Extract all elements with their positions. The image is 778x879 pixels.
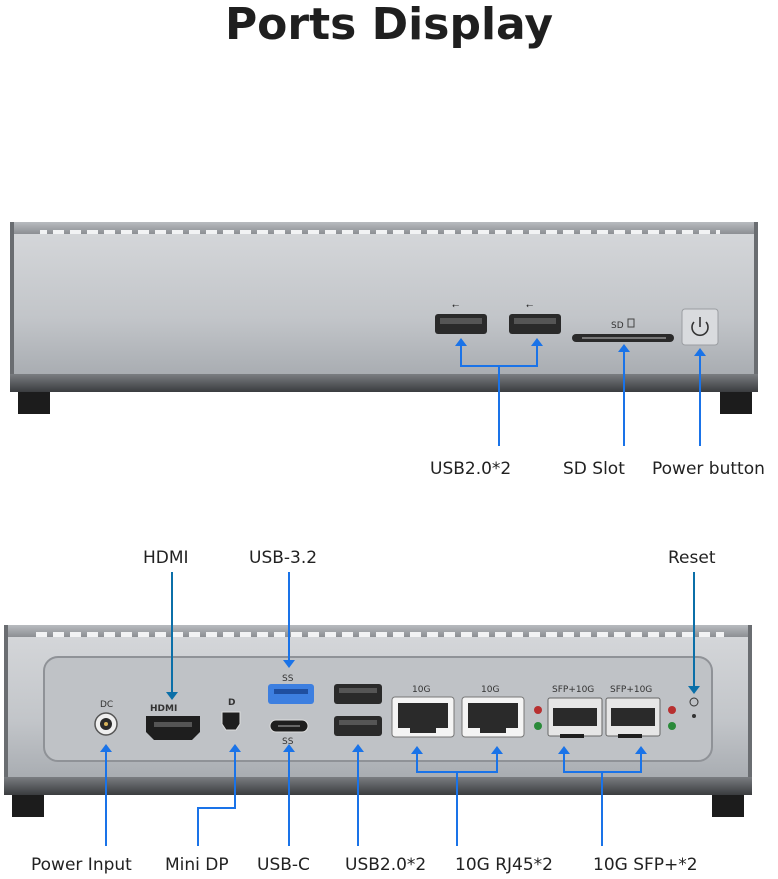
label-sd-slot: SD Slot xyxy=(563,459,625,479)
power-icon xyxy=(691,317,709,337)
label-mini-dp: Mini DP xyxy=(165,855,229,875)
usb32-port: SS xyxy=(268,674,314,704)
rear-usb2-ports xyxy=(334,684,382,736)
svg-text:SFP+10G: SFP+10G xyxy=(552,685,594,695)
usb-icon: ⭠ xyxy=(526,301,533,311)
power-button xyxy=(681,308,719,346)
label-rj45: 10G RJ45*2 xyxy=(455,855,553,875)
label-usbc: USB-C xyxy=(257,855,310,875)
rear-foot-right xyxy=(712,795,744,817)
usb-icon: ⭠ xyxy=(452,301,459,311)
front-usb-port-2: ⭠ xyxy=(509,301,561,334)
hdmi-port: HDMI xyxy=(146,704,200,740)
front-callout-lines xyxy=(460,340,701,446)
mini-dp-port: D xyxy=(221,698,241,731)
svg-text:SFP+10G: SFP+10G xyxy=(610,685,652,695)
front-usb-port-1: ⭠ xyxy=(435,301,487,334)
status-led xyxy=(668,722,676,730)
svg-text:10G: 10G xyxy=(412,685,430,695)
label-hdmi: HDMI xyxy=(143,548,189,568)
label-power-button: Power button xyxy=(652,459,765,479)
usbc-port: SS xyxy=(269,719,309,747)
status-led xyxy=(534,722,542,730)
rear-device: DC HDMI D SS SS xyxy=(4,625,752,817)
status-led xyxy=(668,706,676,714)
front-device: ⭠ ⭠ SD xyxy=(10,222,758,414)
reset-button xyxy=(689,697,699,718)
page-title: Ports Display xyxy=(224,0,554,50)
svg-text:DC: DC xyxy=(100,700,113,710)
status-led xyxy=(534,706,542,714)
label-rear-usb2: USB2.0*2 xyxy=(345,855,427,875)
rear-callout-lines-bottom xyxy=(105,746,642,846)
label-sfp: 10G SFP+*2 xyxy=(593,855,698,875)
front-foot-left xyxy=(18,392,50,414)
svg-text:SS: SS xyxy=(282,674,294,684)
rear-io-panel xyxy=(43,656,713,762)
sfp-port-1: SFP+10G xyxy=(547,685,603,738)
sd-card-icon xyxy=(627,318,635,328)
label-front-usb2: USB2.0*2 xyxy=(430,459,512,479)
sd-slot: SD xyxy=(572,318,674,342)
svg-text:HDMI: HDMI xyxy=(150,704,177,714)
svg-text:10G: 10G xyxy=(481,685,499,695)
label-usb32: USB-3.2 xyxy=(249,548,318,568)
rear-foot-left xyxy=(12,795,44,817)
rj45-port-1: 10G xyxy=(391,685,455,738)
label-reset: Reset xyxy=(668,548,716,568)
label-power-input: Power Input xyxy=(31,855,132,875)
rear-callout-lines-top xyxy=(171,572,695,696)
svg-text:SS: SS xyxy=(282,737,294,747)
sfp-port-2: SFP+10G xyxy=(605,685,661,738)
front-foot-right xyxy=(720,392,752,414)
rj45-port-2: 10G xyxy=(461,685,525,738)
dc-jack: DC xyxy=(94,700,118,736)
sd-mark: SD xyxy=(611,321,624,331)
reset-icon xyxy=(689,697,699,707)
svg-text:D: D xyxy=(228,698,235,708)
